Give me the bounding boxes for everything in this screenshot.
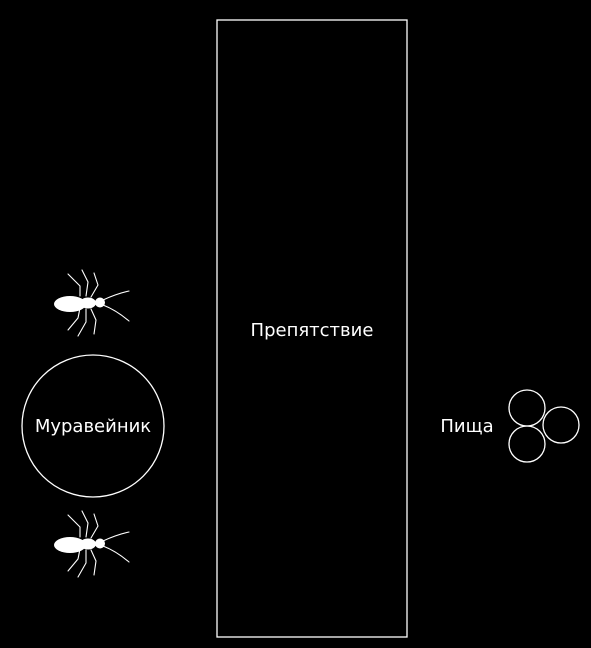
food-pellet bbox=[508, 425, 546, 463]
nest-label: Муравейник bbox=[35, 416, 151, 437]
nest-circle bbox=[21, 354, 165, 498]
nest: Муравейник bbox=[21, 354, 165, 498]
obstacle-rect bbox=[216, 19, 408, 638]
food-label: Пища bbox=[440, 416, 493, 437]
ant-icon bbox=[53, 510, 130, 578]
food-pellet bbox=[508, 389, 546, 427]
ant-bottom bbox=[53, 510, 130, 578]
obstacle: Препятствие bbox=[216, 19, 408, 638]
obstacle-label: Препятствие bbox=[251, 320, 374, 341]
food: Пища bbox=[440, 389, 580, 463]
ant-top bbox=[53, 269, 130, 337]
food-pellet bbox=[542, 406, 580, 444]
ant-icon bbox=[53, 269, 130, 337]
